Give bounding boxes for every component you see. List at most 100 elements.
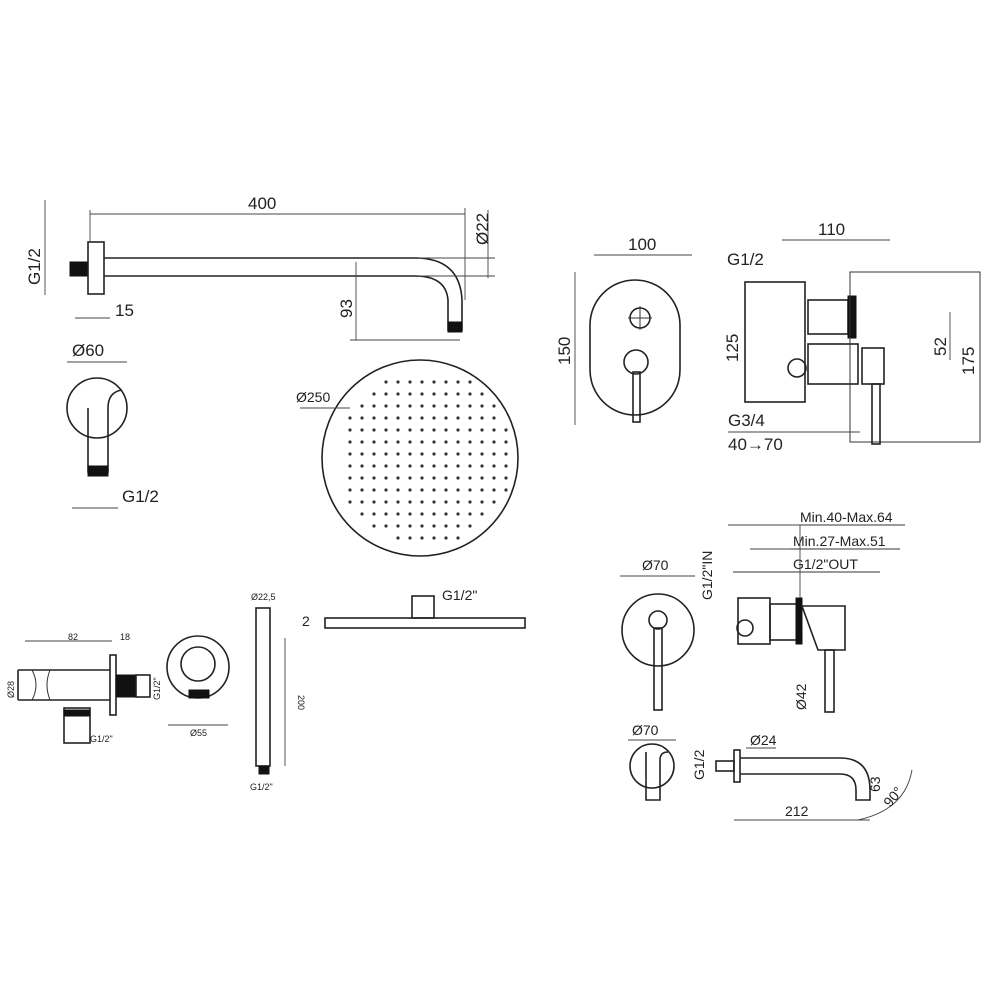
- nozzle-dot: [420, 416, 424, 420]
- nozzle-dot: [492, 476, 496, 480]
- nozzle-dot: [396, 380, 400, 384]
- nozzle-dot: [504, 440, 508, 444]
- nozzle-dot: [480, 428, 484, 432]
- nozzle-dot: [456, 404, 460, 408]
- outlet-side-thread-label: G1/2": [152, 677, 162, 700]
- spout-rosette-label: Ø70: [632, 722, 659, 738]
- nozzle-dot: [408, 416, 412, 420]
- hand-shower-length-label: 200: [296, 695, 306, 710]
- nozzle-dot: [492, 440, 496, 444]
- nozzle-dot: [408, 524, 412, 528]
- nozzle-dot: [468, 524, 472, 528]
- nozzle-dot: [408, 440, 412, 444]
- nozzle-dot: [504, 476, 508, 480]
- nozzle-dot: [408, 380, 412, 384]
- nozzle-dot: [348, 500, 352, 504]
- nozzle-dot: [348, 416, 352, 420]
- mixer-height-label: 150: [555, 337, 574, 365]
- nozzle-dot: [408, 488, 412, 492]
- nozzle-dot: [480, 488, 484, 492]
- nozzle-dot: [432, 488, 436, 492]
- nozzle-dot: [480, 464, 484, 468]
- nozzle-dot: [432, 512, 436, 516]
- nozzle-dot: [468, 404, 472, 408]
- nozzle-dot: [456, 476, 460, 480]
- single-mixer-diameter-label: Ø70: [642, 557, 669, 573]
- nozzle-dot: [372, 500, 376, 504]
- nozzle-dot: [408, 428, 412, 432]
- nozzle-dot: [468, 464, 472, 468]
- nozzle-dot: [468, 440, 472, 444]
- spout-angle-label: 90°: [880, 783, 906, 810]
- arm-drop-label: 93: [337, 299, 356, 318]
- nozzle-dot: [456, 392, 460, 396]
- nozzle-dot: [444, 488, 448, 492]
- nozzle-dot: [384, 500, 388, 504]
- nozzle-dot: [456, 380, 460, 384]
- nozzle-dot: [408, 536, 412, 540]
- nozzle-dot: [432, 464, 436, 468]
- nozzle-dot: [480, 512, 484, 516]
- nozzle-dot: [348, 440, 352, 444]
- nozzle-dot: [360, 404, 364, 408]
- nozzle-dot: [396, 392, 400, 396]
- nozzle-dot: [444, 380, 448, 384]
- flange-diameter-label: Ø60: [72, 341, 104, 360]
- nozzle-dot: [384, 392, 388, 396]
- nozzle-dot: [372, 512, 376, 516]
- nozzle-dot: [360, 488, 364, 492]
- wall-outlet: 82 18 Ø28 G1/2" G1/2" Ø55: [6, 632, 230, 744]
- nozzle-dot: [348, 488, 352, 492]
- nozzle-dot: [348, 428, 352, 432]
- nozzle-dot: [408, 512, 412, 516]
- hand-shower-diameter-label: Ø22,5: [251, 592, 276, 602]
- nozzle-dot: [396, 512, 400, 516]
- nozzle-dot: [468, 512, 472, 516]
- nozzle-dot: [408, 464, 412, 468]
- nozzle-dot: [372, 452, 376, 456]
- nozzle-dot: [444, 416, 448, 420]
- nozzle-dot: [360, 416, 364, 420]
- nozzle-dot: [456, 452, 460, 456]
- nozzle-dot: [456, 536, 460, 540]
- nozzle-dot: [420, 488, 424, 492]
- mixer-width-label: 100: [628, 235, 656, 254]
- nozzle-dot: [360, 464, 364, 468]
- nozzle-dot: [384, 512, 388, 516]
- nozzle-dot: [432, 452, 436, 456]
- bath-spout: Ø70 G1/2 Ø24 212 63 90°: [628, 722, 913, 821]
- nozzle-dot: [372, 488, 376, 492]
- nozzle-dot: [384, 428, 388, 432]
- outlet-bottom-thread-label: G1/2": [90, 734, 113, 744]
- nozzle-dot: [372, 404, 376, 408]
- diverter-mixer: 100 150 110 G1/2 125 G3/4 52 175 40→70: [555, 220, 981, 454]
- nozzle-dot: [396, 404, 400, 408]
- single-mixer-inlet-label: G1/2"IN: [699, 551, 715, 600]
- nozzle-dot: [372, 524, 376, 528]
- nozzle-dot: [432, 536, 436, 540]
- head-diameter-label: Ø250: [296, 389, 330, 405]
- nozzle-dot: [384, 464, 388, 468]
- nozzle-dot: [372, 428, 376, 432]
- head-thread-label: G1/2": [442, 587, 477, 603]
- nozzle-dot: [408, 404, 412, 408]
- nozzle-dot: [420, 476, 424, 480]
- nozzle-dot: [432, 476, 436, 480]
- nozzle-dot: [420, 380, 424, 384]
- nozzle-dot: [468, 488, 472, 492]
- nozzle-dot: [480, 404, 484, 408]
- nozzle-dot: [444, 452, 448, 456]
- nozzle-dot: [480, 416, 484, 420]
- nozzle-dot: [360, 452, 364, 456]
- single-mixer-body-label: Ø42: [793, 683, 809, 710]
- nozzle-dot: [396, 488, 400, 492]
- nozzle-dot: [492, 500, 496, 504]
- nozzle-dot: [420, 464, 424, 468]
- nozzle-dot: [360, 512, 364, 516]
- outlet-width-label: 18: [120, 632, 130, 642]
- nozzle-dot: [456, 416, 460, 420]
- hand-shower-thread-label: G1/2": [250, 782, 273, 792]
- mixer-body-height-label: 125: [723, 334, 742, 362]
- nozzle-dot: [384, 476, 388, 480]
